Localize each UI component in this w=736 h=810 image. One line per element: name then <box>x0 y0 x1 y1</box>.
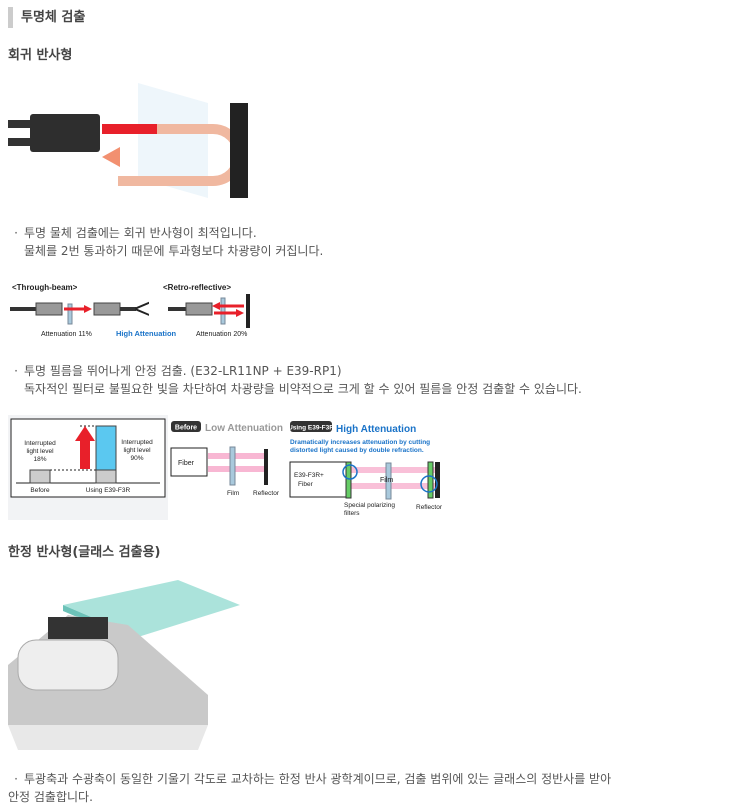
through-vs-retro-diagram: <Through-beam> <Retro-reflective> < Atte… <box>10 283 250 338</box>
after-bar <box>95 425 117 471</box>
limited-reflective-illustration <box>8 580 240 750</box>
cable <box>8 120 30 128</box>
emitted-beam <box>102 124 157 134</box>
retro-title: 회귀 반사형 <box>8 48 73 63</box>
film-bullet-line1: 투명 필름을 뛰어나게 안정 검출. (E32-LR11NP + E39-RP1… <box>24 364 342 378</box>
before-bar <box>29 469 51 484</box>
after-value: 90% <box>130 455 143 462</box>
before-label: light level <box>26 448 54 455</box>
retro-reflective-illustration <box>8 83 248 198</box>
limited-title: 한정 반사형(글래스 검출용) <box>8 545 161 560</box>
before-badge: Before <box>175 425 197 432</box>
description: Dramatically increases attenuation by cu… <box>290 439 430 446</box>
low-attenuation-title: Low Attenuation <box>205 423 283 434</box>
using-badge: Using E39-F3R <box>288 425 334 432</box>
before-label: Interrupted <box>24 440 56 447</box>
bullet-icon: · <box>14 226 18 240</box>
section-title: 투명체 검출 <box>8 7 85 28</box>
film-label: Film <box>227 490 239 497</box>
description: distorted light caused by double refract… <box>290 447 424 454</box>
high-attenuation-label: High Attenuation <box>116 329 177 338</box>
after-label: light level <box>123 447 151 454</box>
reflector-label: Reflector <box>253 490 280 497</box>
bullet-icon: · <box>14 772 18 786</box>
before-value: 18% <box>33 456 46 463</box>
through-beam-label: <Through-beam> <box>12 283 78 292</box>
e39-label: Fiber <box>298 481 314 488</box>
film-bullet-line2: 독자적인 필터로 불필요한 빛을 차단하여 차광량을 비약적으로 크게 할 수 … <box>24 382 582 396</box>
transparent-film <box>138 83 208 198</box>
bullet-icon: · <box>14 364 18 378</box>
sensor-head <box>30 114 100 152</box>
retro-bullet-line2: 물체를 2번 통과하기 때문에 투과형보다 차광량이 커집니다. <box>24 244 324 258</box>
reflector <box>230 103 248 198</box>
through-attenuation: Attenuation 11% <box>41 331 92 338</box>
up-arrow-icon <box>75 426 95 441</box>
arrow-icon <box>102 147 120 167</box>
after-label: Interrupted <box>121 439 153 446</box>
e39-label: E39-F3R+ <box>294 472 324 479</box>
sensor-head <box>48 617 108 639</box>
film-label: Film <box>380 477 393 484</box>
limited-bullet-line1: 투광축과 수광축이 동일한 기울기 각도로 교차하는 한정 반사 광학계이므로,… <box>24 772 612 786</box>
polarizing-filter-label: filters <box>344 510 360 517</box>
retro-attenuation: Attenuation 20% <box>196 331 247 338</box>
retro-label: <Retro-reflective> <box>163 283 231 292</box>
x-label-before: Before <box>30 487 50 494</box>
fiber-label: Fiber <box>178 460 195 467</box>
polarizing-filter-label: Special polarizing <box>344 502 395 509</box>
reflector-label: Reflector <box>416 504 443 511</box>
high-attenuation-title: High Attenuation <box>336 424 416 435</box>
less-than-symbol: < <box>134 293 150 324</box>
limited-bullet-line2: 안정 검출합니다. <box>8 790 93 804</box>
x-label-after: Using E39-F3R <box>86 487 131 494</box>
retro-bullet-line1: 투명 물체 검출에는 회귀 반사형이 최적입니다. <box>24 226 257 240</box>
film-detection-diagram: Interrupted light level 18% Interrupted … <box>8 415 443 520</box>
